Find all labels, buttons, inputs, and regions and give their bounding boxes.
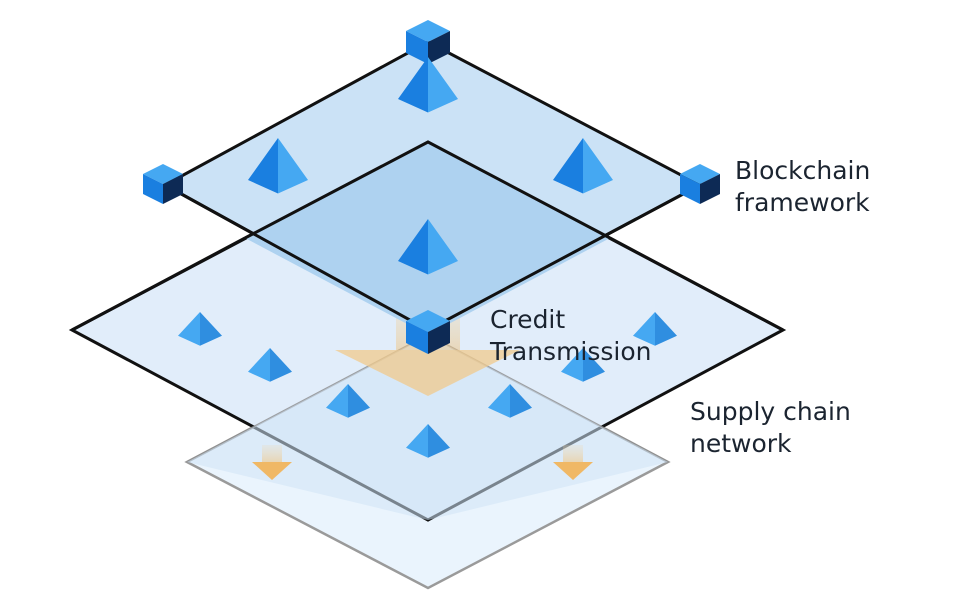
supply-label-line1: Supply chain [690, 397, 851, 426]
middle-layer-top-edge [244, 140, 611, 240]
blue-cube-icon [143, 164, 183, 204]
blockchain-label-line1: Blockchain [735, 156, 871, 185]
middle-edge-right [609, 236, 784, 332]
pyramid-left-face [633, 312, 655, 346]
blue-pyramid-icon [406, 424, 450, 458]
supply-label-line2: network [690, 429, 792, 458]
pyramid-left-face [488, 384, 510, 418]
blue-pyramid-icon [178, 312, 222, 346]
blockchain-label-line2: framework [735, 188, 870, 217]
pyramid-left-face [398, 219, 428, 275]
pyramid-right-face [510, 384, 532, 418]
pyramid-left-face [326, 384, 348, 418]
credit-transmission-label: Credit Transmission [490, 304, 652, 368]
down-arrow-left [252, 445, 292, 480]
pyramid-right-face [278, 138, 308, 194]
pyramid-left-face [248, 348, 270, 382]
supply-chain-network-label: Supply chain network [690, 396, 851, 460]
pyramid-right-face [428, 424, 450, 458]
blue-pyramid-icon [488, 384, 532, 418]
pyramid-right-face [348, 384, 370, 418]
blue-pyramid-icon [398, 219, 458, 275]
cube-right-face [700, 174, 720, 204]
pyramid-left-face [248, 138, 278, 194]
pyramid-left-face [553, 138, 583, 194]
pyramid-left-face [561, 348, 583, 382]
cube-right-face [428, 31, 450, 64]
pyramid-right-face [428, 219, 458, 275]
pyramid-right-face [270, 348, 292, 382]
cube-left-face [406, 31, 428, 64]
pyramid-right-face [583, 138, 613, 194]
middle-edge-left [71, 236, 246, 332]
blue-pyramid-icon [561, 348, 605, 382]
blue-cube-icon [406, 20, 450, 64]
blue-pyramid-icon [553, 138, 613, 194]
credit-arrow-head [335, 350, 520, 396]
cube-right-face [428, 321, 450, 354]
blue-pyramid-icon [248, 138, 308, 194]
down-arrow-right [553, 445, 593, 480]
pyramid-left-face [178, 312, 200, 346]
credit-label-line2: Transmission [490, 337, 652, 366]
blue-pyramid-icon [398, 57, 458, 113]
pyramid-left-face [398, 57, 428, 113]
cube-left-face [406, 321, 428, 354]
blue-pyramid-icon [326, 384, 370, 418]
cube-right-face [163, 174, 183, 204]
blue-cube-icon [680, 164, 720, 204]
credit-label-line1: Credit [490, 305, 566, 334]
blockchain-framework-label: Blockchain framework [735, 155, 870, 219]
pyramid-right-face [200, 312, 222, 346]
pyramid-right-face [655, 312, 677, 346]
cube-left-face [680, 174, 700, 204]
pyramid-right-face [428, 57, 458, 113]
pyramid-right-face [583, 348, 605, 382]
blue-cube-icon [406, 310, 450, 354]
blue-pyramid-icon [633, 312, 677, 346]
cube-left-face [143, 174, 163, 204]
blue-pyramid-icon [248, 348, 292, 382]
pyramid-left-face [406, 424, 428, 458]
